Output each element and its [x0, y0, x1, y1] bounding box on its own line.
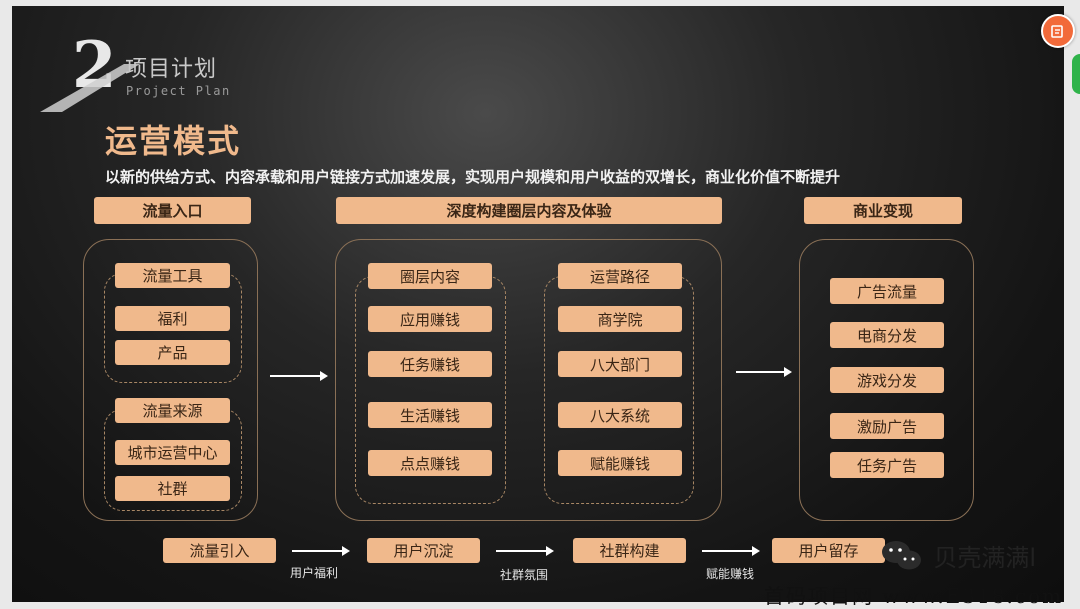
- flow-step-1: 流量引入: [163, 538, 276, 563]
- middle-group1-title: 圈层内容: [368, 263, 492, 289]
- flow-step-3: 社群构建: [573, 538, 686, 563]
- left-group1-item-2: 产品: [115, 340, 230, 365]
- watermark-site: 首码项目网 www.E318.com: [764, 584, 1064, 608]
- page-title: 运营模式: [105, 122, 242, 160]
- flow-label-1: 用户福利: [290, 566, 339, 580]
- edit-icon: [1051, 25, 1063, 38]
- arrow-icon: [702, 546, 760, 556]
- middle-group2-item-2: 八大部门: [558, 351, 682, 377]
- left-group2-title: 流量来源: [115, 398, 230, 423]
- arrow-icon: [496, 546, 554, 556]
- right-item-5: 任务广告: [830, 452, 944, 478]
- flow-step-2: 用户沉淀: [367, 538, 480, 563]
- right-column-frame: [799, 239, 974, 521]
- slide: 2 项目计划 Project Plan 运营模式 以新的供给方式、内容承载和用户…: [12, 6, 1064, 602]
- page-description: 以新的供给方式、内容承载和用户链接方式加速发展，实现用户规模和用户收益的双增长，…: [105, 168, 841, 186]
- middle-column-header: 深度构建圈层内容及体验: [336, 197, 722, 224]
- arrow-icon: [736, 367, 792, 377]
- right-item-4: 激励广告: [830, 413, 944, 439]
- left-column-header: 流量入口: [94, 197, 251, 224]
- flow-label-3: 赋能赚钱: [706, 567, 755, 581]
- left-column-frame: [83, 239, 258, 521]
- arrow-icon: [292, 546, 350, 556]
- arrow-icon: [270, 371, 328, 381]
- title-slash-decoration: [40, 64, 140, 112]
- wechat-icon: [882, 541, 921, 570]
- middle-column-frame: [335, 239, 722, 521]
- flow-label-2: 社群氛围: [500, 568, 549, 582]
- middle-group1-item-1: 应用赚钱: [368, 306, 492, 332]
- watermark-brand: 贝壳满满l: [933, 544, 1036, 572]
- middle-group1-item-4: 点点赚钱: [368, 450, 492, 476]
- middle-group1-item-2: 任务赚钱: [368, 351, 492, 377]
- floating-action-button[interactable]: [1041, 14, 1075, 48]
- section-title-en: Project Plan: [126, 84, 231, 98]
- left-group1-item-1: 福利: [115, 306, 230, 331]
- right-item-2: 电商分发: [830, 322, 944, 348]
- section-title: 项目计划: [125, 57, 218, 82]
- middle-group1-item-3: 生活赚钱: [368, 402, 492, 428]
- middle-group2-item-4: 赋能赚钱: [558, 450, 682, 476]
- left-group2-item-1: 城市运营中心: [115, 440, 230, 465]
- right-column-header: 商业变现: [804, 197, 962, 224]
- middle-group2-title: 运营路径: [558, 263, 682, 289]
- left-group1-title: 流量工具: [115, 263, 230, 288]
- middle-group2-item-1: 商学院: [558, 306, 682, 332]
- left-group2-item-2: 社群: [115, 476, 230, 501]
- flow-step-4: 用户留存: [772, 538, 885, 563]
- middle-group2-item-3: 八大系统: [558, 402, 682, 428]
- right-item-3: 游戏分发: [830, 367, 944, 393]
- right-item-1: 广告流量: [830, 278, 944, 304]
- side-tab[interactable]: [1072, 54, 1080, 94]
